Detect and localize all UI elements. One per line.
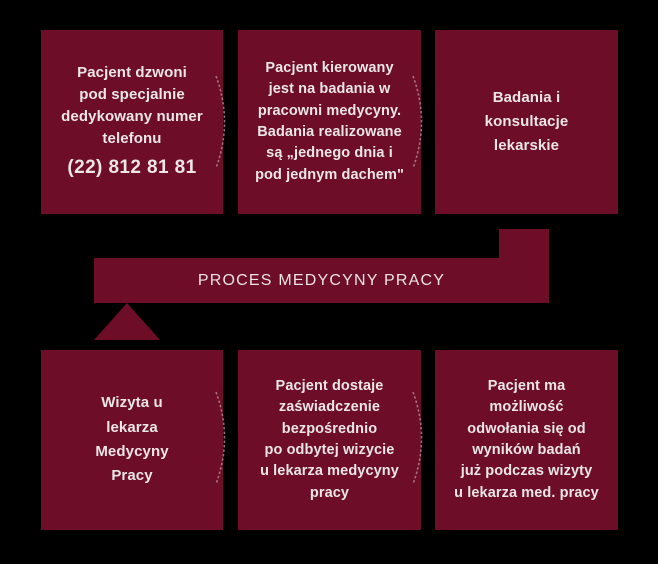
process-step-lab-label: Pacjent kierowany jest na badania w prac… (255, 60, 404, 183)
process-step-call: Pacjent dzwoni pod specjalnie dedykowany… (41, 30, 223, 214)
call-instruction-text: Pacjent dzwoni pod specjalnie dedykowany… (61, 63, 203, 148)
process-step-visit-label: Wizyta u lekarza Medycyny Pracy (95, 394, 169, 485)
process-step-consult: Badania i konsultacje lekarskie (435, 30, 618, 214)
process-step-appeal: Pacjent ma możliwość odwołania się od wy… (435, 350, 618, 530)
process-step-call-label: Pacjent dzwoni pod specjalnie dedykowany… (61, 62, 203, 182)
banner-tab-shape (499, 229, 549, 260)
banner-ribbon (94, 258, 549, 303)
process-step-appeal-label: Pacjent ma możliwość odwołania się od wy… (454, 378, 599, 501)
process-step-lab: Pacjent kierowany jest na badania w prac… (238, 30, 421, 214)
banner-arrow-mask-right (127, 303, 160, 340)
banner-title: PROCES MEDYCYNY PRACY (197, 271, 446, 289)
process-step-consult-label: Badania i konsultacje lekarskie (484, 88, 569, 155)
process-step-visit: Wizyta u lekarza Medycyny Pracy (41, 350, 223, 530)
process-step-certificate: Pacjent dostaje zaświadczenie bezpośredn… (238, 350, 421, 530)
banner-arrow-mask-left (94, 303, 127, 340)
process-step-certificate-label: Pacjent dostaje zaświadczenie bezpośredn… (260, 378, 399, 501)
phone-number: (22) 812 81 81 (67, 157, 197, 179)
